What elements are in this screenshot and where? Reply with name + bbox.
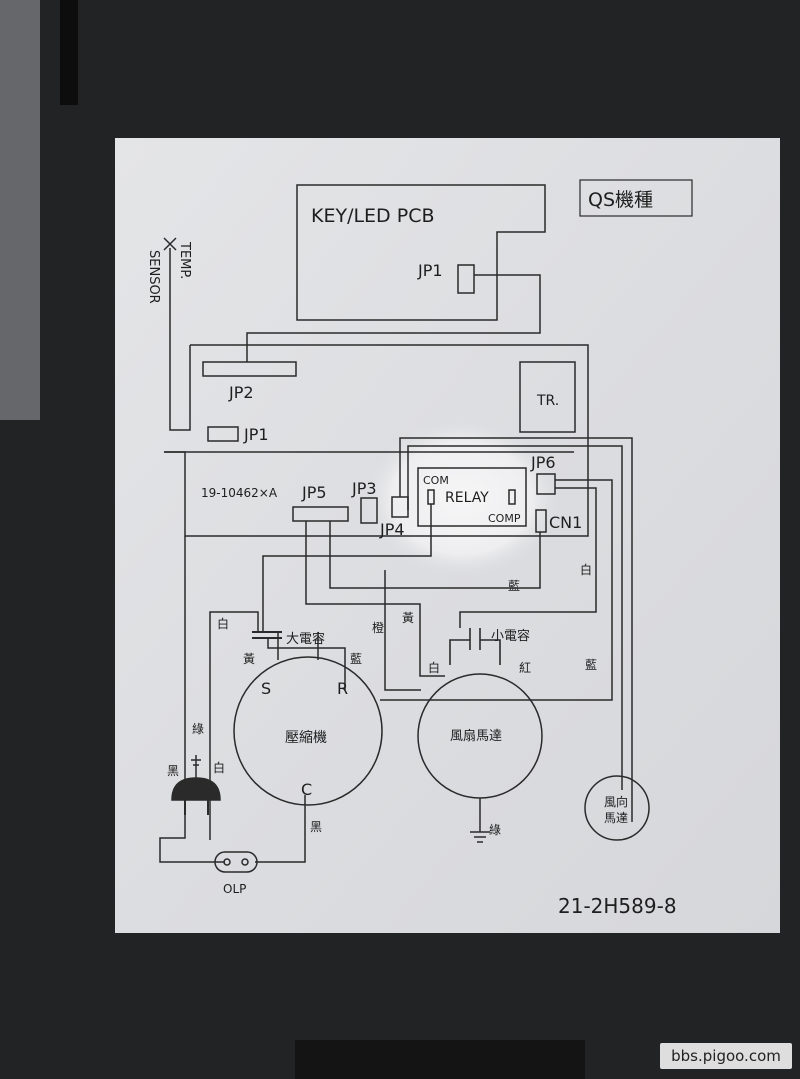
terminal-s: S	[261, 679, 271, 698]
wiring	[159, 179, 693, 873]
wire-yellow-left: 黃	[243, 652, 255, 666]
cn1-connector	[535, 509, 547, 533]
cn1-label: CN1	[549, 513, 582, 532]
jp1-label: JP1	[243, 425, 269, 444]
watermark: bbs.pigoo.com	[660, 1043, 792, 1069]
vane-motor-label-1: 風向	[604, 794, 628, 809]
key-led-pcb	[296, 184, 546, 321]
sensor-label: SENSOR	[146, 250, 161, 304]
jp3-label: JP3	[351, 479, 377, 498]
terminal-r: R	[337, 679, 348, 698]
wire-white-left: 白	[217, 616, 229, 631]
jp6-connector	[536, 473, 556, 495]
temp-sensor-mark	[163, 237, 177, 251]
wire-orange: 橙	[372, 620, 384, 635]
wire-red: 紅	[519, 661, 531, 675]
wire-blue-comp: 藍	[350, 652, 362, 666]
jp3-connector	[360, 497, 378, 524]
transformer	[519, 361, 576, 433]
fan-motor-label: 風扇馬達	[450, 728, 502, 744]
wire-green-plug: 綠	[192, 722, 204, 736]
wire-white-right: 白	[580, 562, 592, 577]
jp5-connector	[292, 506, 349, 522]
wire-white-fan: 白	[428, 660, 440, 675]
temp-label: TEMP.	[177, 241, 192, 279]
jp4-label: JP4	[379, 520, 405, 539]
compressor-circle	[233, 656, 383, 806]
relay-box	[417, 467, 527, 527]
jp2-label: JP2	[228, 383, 254, 402]
part-number: 21-2H589-8	[558, 894, 677, 918]
jp1-connector	[207, 426, 239, 442]
board-code: 19-10462×A	[201, 486, 278, 500]
wire-white-plug: 白	[213, 760, 225, 775]
wire-green-ground: 綠	[489, 823, 501, 837]
model-tag: QS機種	[588, 189, 653, 211]
big-cap-label: 大電容	[286, 631, 325, 647]
wire-yellow-mid: 黃	[402, 611, 414, 625]
vane-motor-circle	[584, 775, 650, 841]
wire-blue-right: 藍	[585, 658, 597, 672]
com-label: COM	[423, 474, 449, 487]
small-cap-label: 小電容	[491, 628, 530, 644]
tr-label: TR.	[536, 393, 559, 409]
terminal-c: C	[301, 780, 312, 799]
olp-label: OLP	[223, 882, 246, 896]
jp1-top-label: JP1	[417, 261, 443, 280]
comp-label: COMP	[488, 512, 521, 525]
vane-motor-label-2: 馬達	[604, 811, 628, 825]
wire-blue-top: 藍	[508, 579, 520, 593]
jp6-label: JP6	[530, 453, 556, 472]
wire-black-c: 黑	[310, 820, 322, 834]
jp2-connector	[202, 361, 297, 377]
compressor-label: 壓縮機	[285, 730, 327, 746]
relay-label: RELAY	[445, 490, 489, 506]
jp1-top-connector	[457, 264, 475, 294]
model-tag-box	[579, 179, 693, 217]
wire-black-plug: 黑	[167, 764, 179, 778]
jp5-label: JP5	[301, 483, 327, 502]
pcb-label: KEY/LED PCB	[311, 205, 435, 227]
